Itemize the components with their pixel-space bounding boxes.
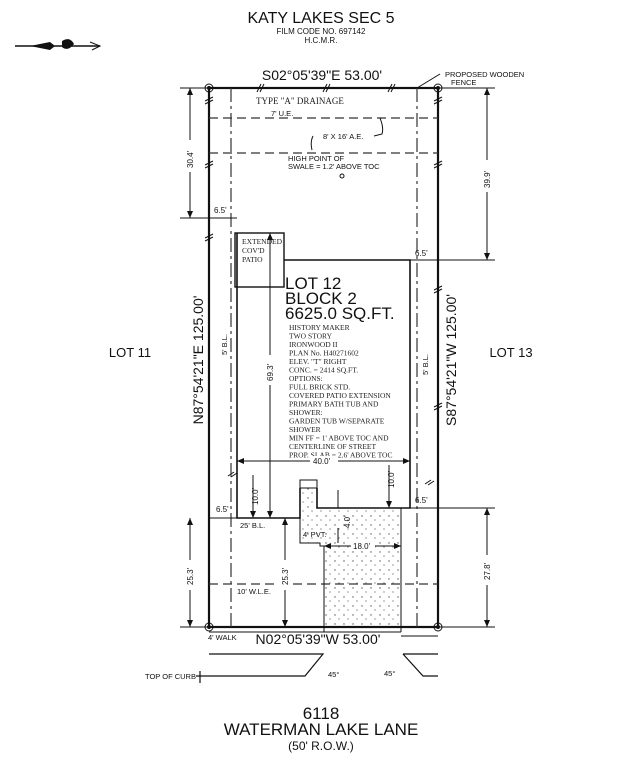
svg-text:MIN FF = 1' ABOVE TOC AND: MIN FF = 1' ABOVE TOC AND: [289, 434, 389, 443]
svg-text:SHOWER:: SHOWER:: [289, 408, 323, 417]
svg-text:18.0': 18.0': [353, 542, 371, 551]
walk-label: 4' WALK: [208, 633, 237, 642]
svg-text:GARDEN TUB W/SEPARATE: GARDEN TUB W/SEPARATE: [289, 417, 385, 426]
svg-text:HISTORY MAKER: HISTORY MAKER: [289, 323, 350, 332]
fence-note: PROPOSED WOODEN: [445, 70, 524, 79]
record-label: H.C.M.R.: [305, 36, 338, 45]
svg-text:PATIO: PATIO: [242, 255, 263, 264]
front-building-line: 25' B.L.: [240, 521, 265, 530]
svg-text:10.0': 10.0': [387, 470, 396, 488]
svg-text:6.5': 6.5': [415, 496, 428, 505]
lot-number: LOT 12: [285, 274, 341, 293]
svg-text:PRIMARY BATH TUB AND: PRIMARY BATH TUB AND: [289, 400, 379, 409]
film-code: FILM CODE NO. 697142: [277, 27, 366, 36]
svg-text:ELEV. "T" RIGHT: ELEV. "T" RIGHT: [289, 357, 347, 366]
west-bearing: N87°54'21"E 125.00': [190, 296, 206, 425]
right-of-way: (50' R.O.W.): [288, 739, 354, 753]
aerial-easement: 8' X 16' A.E.: [323, 132, 363, 141]
fence-note-2: FENCE: [451, 78, 476, 87]
top-of-curb-label: TOP OF CURB: [145, 672, 196, 681]
high-point-icon: [339, 173, 345, 179]
angle-left: 45°: [328, 670, 339, 679]
street-address: 6118: [303, 704, 340, 723]
angle-right: 45°: [384, 669, 395, 678]
wle-label: 10' W.L.E.: [237, 587, 271, 596]
svg-text:CENTERLINE OF STREET: CENTERLINE OF STREET: [289, 442, 376, 451]
svg-text:COV'D: COV'D: [242, 246, 265, 255]
svg-text:OPTIONS:: OPTIONS:: [289, 374, 323, 383]
lot-13-label: LOT 13: [489, 345, 532, 360]
utility-easement: 7' U.E.: [271, 109, 293, 118]
private-walk: 4' PVT.: [303, 530, 327, 539]
side-building-line-left: 5' B.L.: [220, 334, 229, 355]
svg-text:25.3': 25.3': [186, 567, 195, 585]
dimension-labels: 30.4' 39.9' 6.5' 6.5' 69.3' 40.0' 10.0' …: [184, 140, 493, 590]
side-building-line-right: 5' B.L.: [421, 354, 430, 375]
svg-text:FULL BRICK STD.: FULL BRICK STD.: [289, 383, 350, 392]
east-bearing: S87°54'21"W 125.00': [443, 294, 459, 426]
svg-text:EXTENDED: EXTENDED: [242, 237, 283, 246]
svg-text:6.5': 6.5': [214, 206, 227, 215]
svg-text:40.0': 40.0': [313, 457, 331, 466]
subdivision-title: KATY LAKES SEC 5: [247, 10, 394, 27]
block-number: BLOCK 2: [285, 289, 357, 308]
north-bearing: S02°05'39"E 53.00': [262, 67, 382, 83]
south-bearing: N02°05'39"W 53.00': [256, 631, 381, 647]
swale-note-1: HIGH POINT OF: [288, 154, 345, 163]
svg-text:PLAN No. H40271602: PLAN No. H40271602: [289, 349, 359, 358]
svg-text:PROP. SLAB = 2.6' ABOVE TOC: PROP. SLAB = 2.6' ABOVE TOC: [289, 451, 392, 460]
street-name: WATERMAN LAKE LANE: [224, 720, 419, 739]
svg-text:39.9': 39.9': [483, 170, 492, 188]
north-arrow-icon: [15, 39, 102, 51]
svg-text:4.0': 4.0': [343, 515, 352, 528]
curb-lines: [196, 653, 438, 683]
drainage-note: TYPE "A" DRAINAGE: [256, 96, 344, 106]
svg-text:6.5': 6.5': [216, 505, 229, 514]
lot-area: 6625.0 SQ.FT.: [285, 304, 395, 323]
svg-text:CONC. = 2414 SQ.FT.: CONC. = 2414 SQ.FT.: [289, 366, 358, 375]
svg-text:6.5': 6.5': [415, 249, 428, 258]
svg-text:TWO STORY: TWO STORY: [289, 332, 333, 341]
svg-text:COVERED PATIO EXTENSION: COVERED PATIO EXTENSION: [289, 391, 391, 400]
svg-text:25.3': 25.3': [281, 567, 290, 585]
svg-text:69.3': 69.3': [266, 363, 275, 381]
swale-note-2: SWALE = 1.2' ABOVE TOC: [288, 162, 380, 171]
svg-text:IRONWOOD II: IRONWOOD II: [289, 340, 338, 349]
driveway: [299, 487, 402, 628]
svg-text:30.4': 30.4': [186, 150, 195, 168]
svg-text:SHOWER: SHOWER: [289, 425, 321, 434]
svg-text:10.0': 10.0': [251, 487, 260, 505]
svg-text:27.8': 27.8': [483, 562, 492, 580]
lot-11-label: LOT 11: [109, 345, 151, 360]
